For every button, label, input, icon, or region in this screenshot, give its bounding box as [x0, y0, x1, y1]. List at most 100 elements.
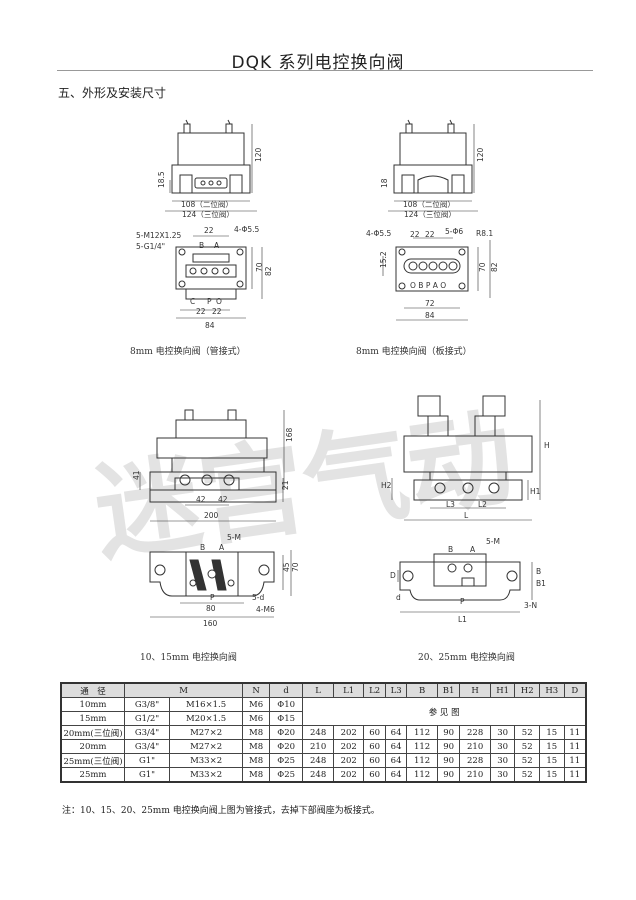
dim-text: 5-M12X1.25 — [136, 231, 182, 240]
dim-text: 22 — [212, 307, 222, 316]
table-cell: Φ20 — [268, 739, 304, 754]
fig8plate-drawing — [382, 119, 491, 321]
dim-text: B — [448, 545, 453, 554]
dim-text: L — [464, 511, 469, 520]
table-cell: 10mm — [60, 697, 125, 712]
dim-text: 4-Φ5.5 — [234, 225, 260, 234]
dim-text: 160 — [203, 619, 218, 628]
dim-text: H1 — [530, 487, 541, 496]
table-cell: G1" — [123, 753, 171, 768]
table-cell: G3/4" — [123, 725, 171, 740]
dim-text: L3 — [446, 500, 455, 509]
dim-text: 124（三位阀） — [182, 209, 234, 219]
dim-text: 5-M — [227, 533, 241, 542]
dim-text: 120 — [476, 147, 485, 162]
fig2025-caption: 20、25mm 电控换向阀 — [418, 651, 515, 663]
table-header: D — [563, 682, 587, 698]
table-cell: 15 — [538, 767, 565, 783]
spec-table: 通 径 M N d L L1 L2 L3 B B1 H H1 H2 H3 D 1… — [60, 682, 587, 783]
table-cell: 60 — [363, 753, 386, 768]
table-cell: M6 — [242, 711, 270, 726]
table-cell: 15 — [538, 725, 565, 740]
section-heading: 五、外形及安装尺寸 — [58, 86, 167, 100]
dim-text: P — [207, 297, 212, 306]
table-cell: 202 — [332, 725, 365, 740]
see-figure-cell: 参 见 图 — [302, 697, 587, 726]
table-cell: 64 — [384, 739, 408, 754]
dim-text: 5-G1/4" — [136, 242, 165, 251]
table-row: 10mm G3/8" M16×1.5 M6 Φ10 参 见 图 — [60, 697, 587, 726]
fig8plate-caption: 8mm 电控换向阀（板接式） — [356, 345, 472, 357]
dim-text: O — [216, 297, 222, 306]
table-header: L3 — [384, 682, 408, 698]
table-cell: 64 — [384, 767, 408, 783]
watermark: 迷宫气动 — [88, 397, 521, 576]
table-cell: 52 — [514, 725, 540, 740]
dim-text: 80 — [206, 604, 216, 613]
dim-text: 45 — [282, 562, 291, 572]
table-cell: 202 — [332, 767, 365, 783]
table-cell: M8 — [242, 767, 270, 783]
dim-text: 22 — [425, 230, 435, 239]
table-cell: 60 — [363, 725, 386, 740]
table-cell: G3/8" — [123, 697, 171, 712]
table-header: H1 — [489, 682, 516, 698]
page-title: DQK 系列电控换向阀 — [231, 53, 405, 73]
table-cell: 202 — [332, 753, 365, 768]
dim-text: 42 — [196, 495, 206, 504]
table-cell: 30 — [489, 739, 516, 754]
table-cell: 20mm — [60, 739, 125, 754]
table-cell: 20mm(三位阀) — [60, 725, 125, 740]
table-cell: M8 — [242, 753, 270, 768]
fig8pipe-drawing — [165, 119, 263, 319]
table-cell: 11 — [563, 725, 587, 740]
fig8pipe-caption: 8mm 电控换向阀（管接式） — [130, 345, 246, 357]
fig2025-drawing — [391, 395, 541, 613]
table-cell: Φ15 — [268, 711, 304, 726]
table-cell: 11 — [563, 767, 587, 783]
dim-text: B — [200, 543, 205, 552]
dim-text: H — [544, 441, 550, 450]
table-cell: 248 — [302, 767, 334, 783]
dim-text: 200 — [204, 511, 219, 520]
table-cell: 11 — [563, 753, 587, 768]
dim-text: H2 — [381, 481, 392, 490]
dim-text: 22 — [204, 226, 214, 235]
table-cell: 25mm — [60, 767, 125, 783]
table-header: L — [302, 682, 334, 698]
table-header: H3 — [538, 682, 565, 698]
table-cell: 11 — [563, 739, 587, 754]
table-cell: 248 — [302, 753, 334, 768]
dim-text: A — [470, 545, 476, 554]
dim-text: 108（二位阀） — [181, 199, 233, 209]
dim-text: A — [219, 543, 225, 552]
table-header: d — [268, 682, 304, 698]
table-cell: Φ25 — [268, 753, 304, 768]
table-header: 通 径 — [60, 682, 125, 698]
fig1015-caption: 10、15mm 电控换向阀 — [140, 651, 237, 663]
table-header: H2 — [514, 682, 540, 698]
dim-text: 22 — [196, 307, 206, 316]
dim-text: L1 — [458, 615, 467, 624]
dim-text: 84 — [425, 311, 435, 320]
table-cell: 210 — [459, 739, 491, 754]
table-header: L1 — [332, 682, 365, 698]
table-cell: G1" — [123, 767, 171, 783]
dim-text: D — [390, 571, 396, 580]
dim-text: 84 — [205, 321, 215, 330]
table-cell: M27×2 — [169, 725, 244, 740]
dim-text: P — [460, 597, 465, 606]
table-cell: 15 — [538, 753, 565, 768]
fig1015-drawing — [139, 409, 292, 618]
dim-text: 18 — [380, 178, 389, 188]
table-cell: 25mm(三位阀) — [60, 753, 125, 768]
dim-text: 5-Φ6 — [445, 227, 463, 236]
table-cell: M33×2 — [169, 767, 244, 783]
dim-text: B — [536, 567, 541, 576]
table-cell: 112 — [406, 725, 438, 740]
table-cell: 52 — [514, 739, 540, 754]
table-cell: Φ20 — [268, 725, 304, 740]
table-cell: G1/2" — [123, 711, 171, 726]
